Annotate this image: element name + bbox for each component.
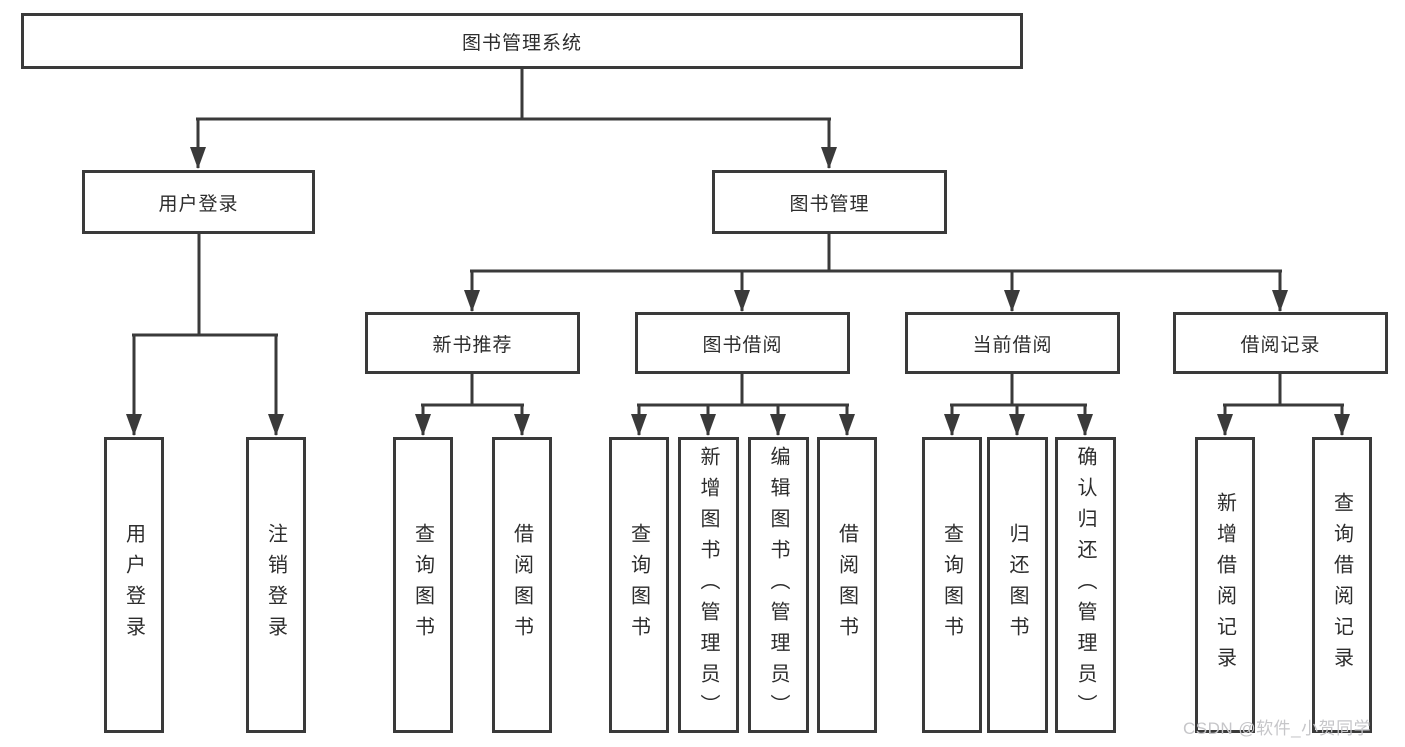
- leaf-query-books-current: 查询图书: [922, 437, 982, 733]
- leaf-confirm-return: 确认归还（管理员）: [1055, 437, 1116, 733]
- leaf-query-borrow-record: 查询借阅记录: [1312, 437, 1372, 733]
- node-new-book-recommend: 新书推荐: [365, 312, 580, 374]
- leaf-query-books-rec: 查询图书: [393, 437, 453, 733]
- leaf-logout-label: 注销登录: [264, 523, 287, 647]
- node-current-borrow: 当前借阅: [905, 312, 1120, 374]
- leaf-logout: 注销登录: [246, 437, 306, 733]
- leaf-query-books-current-label: 查询图书: [940, 523, 963, 647]
- leaf-query-books-rec-label: 查询图书: [411, 523, 434, 647]
- node-borrow-records: 借阅记录: [1173, 312, 1388, 374]
- leaf-query-books-borrow: 查询图书: [609, 437, 669, 733]
- leaf-user-login: 用户登录: [104, 437, 164, 733]
- leaf-query-borrow-record-label: 查询借阅记录: [1330, 492, 1353, 678]
- node-book-management-label: 图书管理: [789, 193, 870, 215]
- leaf-add-borrow-record: 新增借阅记录: [1195, 437, 1255, 733]
- node-current-borrow-label: 当前借阅: [972, 334, 1053, 356]
- leaf-borrow-books-rec: 借阅图书: [492, 437, 552, 733]
- leaf-add-books: 新增图书（管理员）: [678, 437, 739, 733]
- leaf-confirm-return-label: 确认归还（管理员）: [1074, 445, 1096, 725]
- node-book-management: 图书管理: [712, 170, 947, 234]
- node-book-borrow-label: 图书借阅: [702, 334, 783, 356]
- leaf-return-books-label: 归还图书: [1006, 523, 1028, 647]
- node-user-login-label: 用户登录: [158, 193, 239, 215]
- leaf-return-books: 归还图书: [987, 437, 1048, 733]
- leaf-borrow-books-rec-label: 借阅图书: [510, 523, 533, 647]
- leaf-user-login-label: 用户登录: [122, 523, 145, 647]
- leaf-borrow-books: 借阅图书: [817, 437, 877, 733]
- node-book-borrow: 图书借阅: [635, 312, 850, 374]
- node-borrow-records-label: 借阅记录: [1240, 334, 1321, 356]
- node-library-management-system: 图书管理系统: [21, 13, 1023, 69]
- node-new-book-recommend-label: 新书推荐: [432, 334, 513, 356]
- node-library-management-system-label: 图书管理系统: [461, 32, 582, 54]
- leaf-edit-books-label: 编辑图书（管理员）: [767, 445, 789, 725]
- watermark: CSDN @软件_小贺同学: [1183, 719, 1372, 738]
- leaf-edit-books: 编辑图书（管理员）: [748, 437, 809, 733]
- leaf-query-books-borrow-label: 查询图书: [627, 523, 650, 647]
- leaf-add-borrow-record-label: 新增借阅记录: [1213, 492, 1236, 678]
- node-user-login: 用户登录: [82, 170, 315, 234]
- leaf-add-books-label: 新增图书（管理员）: [697, 445, 719, 725]
- leaf-borrow-books-label: 借阅图书: [835, 523, 858, 647]
